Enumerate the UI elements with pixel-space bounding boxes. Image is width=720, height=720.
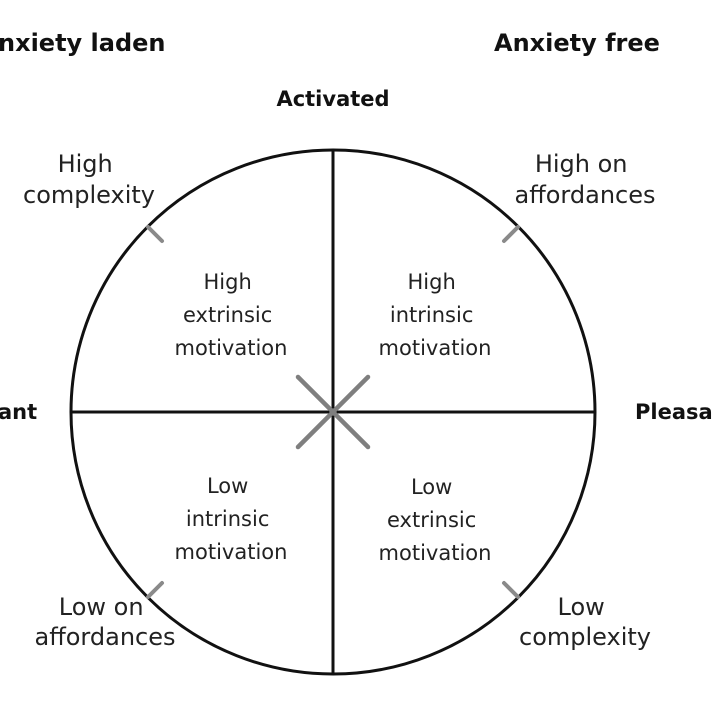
outer-label-high-complexity: High complexity xyxy=(23,150,155,209)
corner-label-anxiety-free: Anxiety free xyxy=(494,29,660,57)
tick-mark-top-left xyxy=(146,225,164,243)
axis-label-right: Pleasa xyxy=(635,400,713,424)
quadrant-label-top-right: High intrinsic motivation xyxy=(379,270,492,360)
axis-label-left: ant xyxy=(0,400,37,424)
quadrant-label-top-left: High extrinsic motivation xyxy=(175,270,288,360)
outer-label-high-on-affordances: High on affordances xyxy=(515,150,656,209)
axis-label-activated: Activated xyxy=(276,87,389,111)
quadrant-label-bottom-right: Low extrinsic motivation xyxy=(379,475,492,565)
tick-mark-bottom-left xyxy=(146,581,164,599)
tick-mark-bottom-right xyxy=(502,581,520,599)
center-cross xyxy=(295,374,371,450)
corner-label-anxiety-laden: nxiety laden xyxy=(0,29,166,57)
tick-mark-top-right xyxy=(502,225,520,243)
outer-label-low-on-affordances: Low on affordances xyxy=(35,593,176,651)
outer-label-low-complexity: Low complexity xyxy=(519,593,651,651)
quadrant-label-bottom-left: Low intrinsic motivation xyxy=(175,474,288,564)
